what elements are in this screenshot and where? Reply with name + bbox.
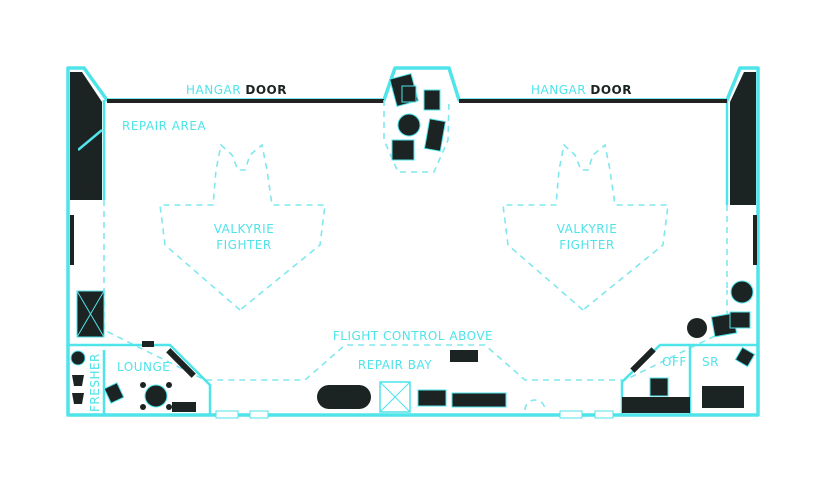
label-sr: SR bbox=[702, 355, 719, 369]
dark-wall-bands bbox=[70, 72, 757, 265]
fresher-fixtures bbox=[70, 350, 86, 404]
label-valkyrie-left-2: FIGHTER bbox=[216, 238, 272, 252]
label-off: OFF bbox=[662, 355, 687, 369]
label-fresher: FRESHER bbox=[88, 353, 102, 412]
label-hangar-door-right: HANGAR DOOR bbox=[531, 83, 632, 97]
bottom-wall-openings bbox=[215, 410, 614, 419]
hangar-floor-boundary bbox=[103, 200, 728, 381]
label-valkyrie-right-2: FIGHTER bbox=[559, 238, 615, 252]
lounge-furniture bbox=[103, 341, 196, 412]
right-storage-items bbox=[687, 280, 754, 338]
label-hangar-door-left: HANGAR DOOR bbox=[186, 83, 287, 97]
cargo-alcove bbox=[383, 73, 450, 173]
valkyrie-fighter-left bbox=[159, 143, 326, 312]
label-flight-control: FLIGHT CONTROL ABOVE bbox=[333, 329, 493, 343]
off-room-furniture bbox=[622, 347, 690, 413]
label-lounge: LOUNGE bbox=[117, 360, 170, 374]
label-valkyrie-right-1: VALKYRIE bbox=[557, 222, 618, 236]
sr-room-furniture bbox=[702, 346, 756, 408]
label-repair-bay: REPAIR BAY bbox=[358, 358, 432, 372]
label-valkyrie-left-1: VALKYRIE bbox=[214, 222, 275, 236]
wall-dots bbox=[87, 127, 742, 191]
valkyrie-fighter-right bbox=[502, 143, 669, 312]
repair-bay-equipment bbox=[317, 350, 546, 413]
label-repair-area: REPAIR AREA bbox=[122, 119, 206, 133]
